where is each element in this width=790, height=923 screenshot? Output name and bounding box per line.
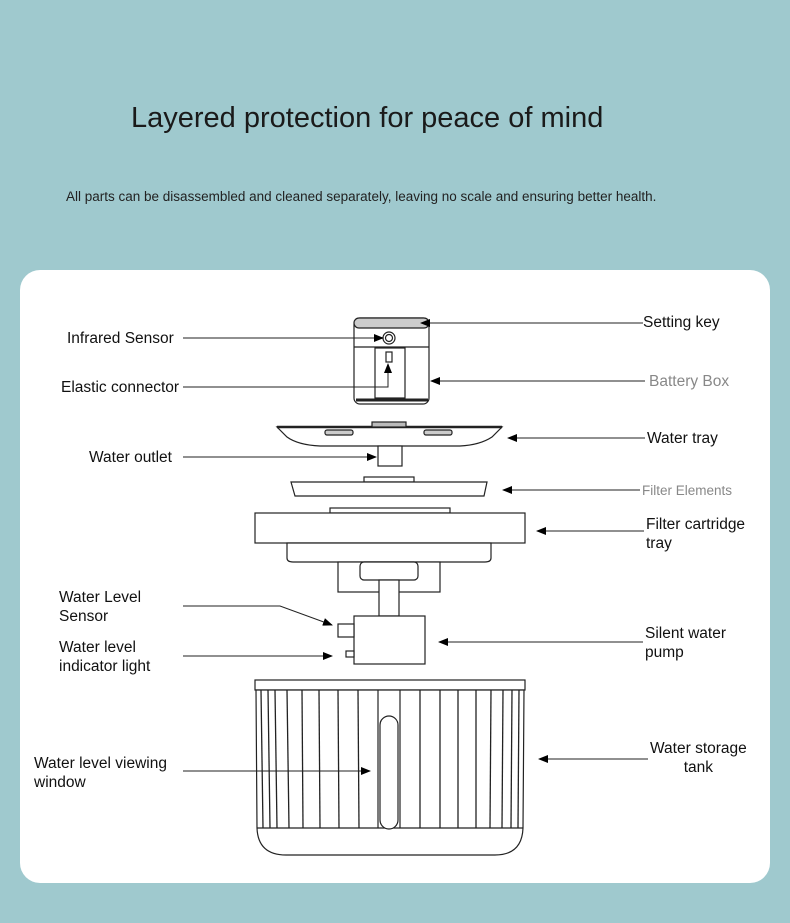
label-setting-key: Setting key xyxy=(643,314,720,331)
label-line: Sensor xyxy=(59,608,109,625)
leader-arrows xyxy=(183,319,648,775)
filter-elements-part xyxy=(290,476,488,497)
label-line: Water storage xyxy=(650,740,747,757)
label-line: window xyxy=(34,774,86,791)
label-line: tank xyxy=(683,759,714,776)
label-water-tray: Water tray xyxy=(647,430,718,447)
label-elastic-connector: Elastic connector xyxy=(61,379,180,396)
water-tray-part xyxy=(275,421,504,467)
pump-part xyxy=(337,615,426,665)
label-filter-elements: Filter Elements xyxy=(642,483,733,498)
label-silent-pump: Silent water pump xyxy=(645,624,726,662)
battery-box-part xyxy=(353,317,430,405)
device-parts xyxy=(254,317,526,856)
label-line: tray xyxy=(646,535,672,552)
label-infrared-sensor: Infrared Sensor xyxy=(67,330,174,347)
label-line: indicator light xyxy=(59,658,151,675)
label-line: pump xyxy=(645,644,684,661)
label-filter-cartridge-tray: Filter cartridge tray xyxy=(646,515,745,553)
label-line: Silent water xyxy=(645,625,726,642)
label-line: Water level xyxy=(59,639,136,656)
label-line: Filter cartridge xyxy=(646,516,746,533)
label-line: Water level viewing xyxy=(34,755,167,772)
page-subtitle: All parts can be disassembled and cleane… xyxy=(66,189,657,204)
storage-tank-part xyxy=(254,679,526,856)
page-title: Layered protection for peace of mind xyxy=(131,102,604,134)
label-water-outlet: Water outlet xyxy=(89,449,172,466)
filter-cartridge-tray-part xyxy=(254,507,526,617)
label-storage-tank: Water storage tank xyxy=(650,739,747,777)
label-viewing-window: Water level viewing window xyxy=(34,754,167,792)
label-indicator-light: Water level indicator light xyxy=(59,638,150,676)
label-line: Water Level xyxy=(59,589,142,606)
label-battery-box: Battery Box xyxy=(649,373,730,390)
